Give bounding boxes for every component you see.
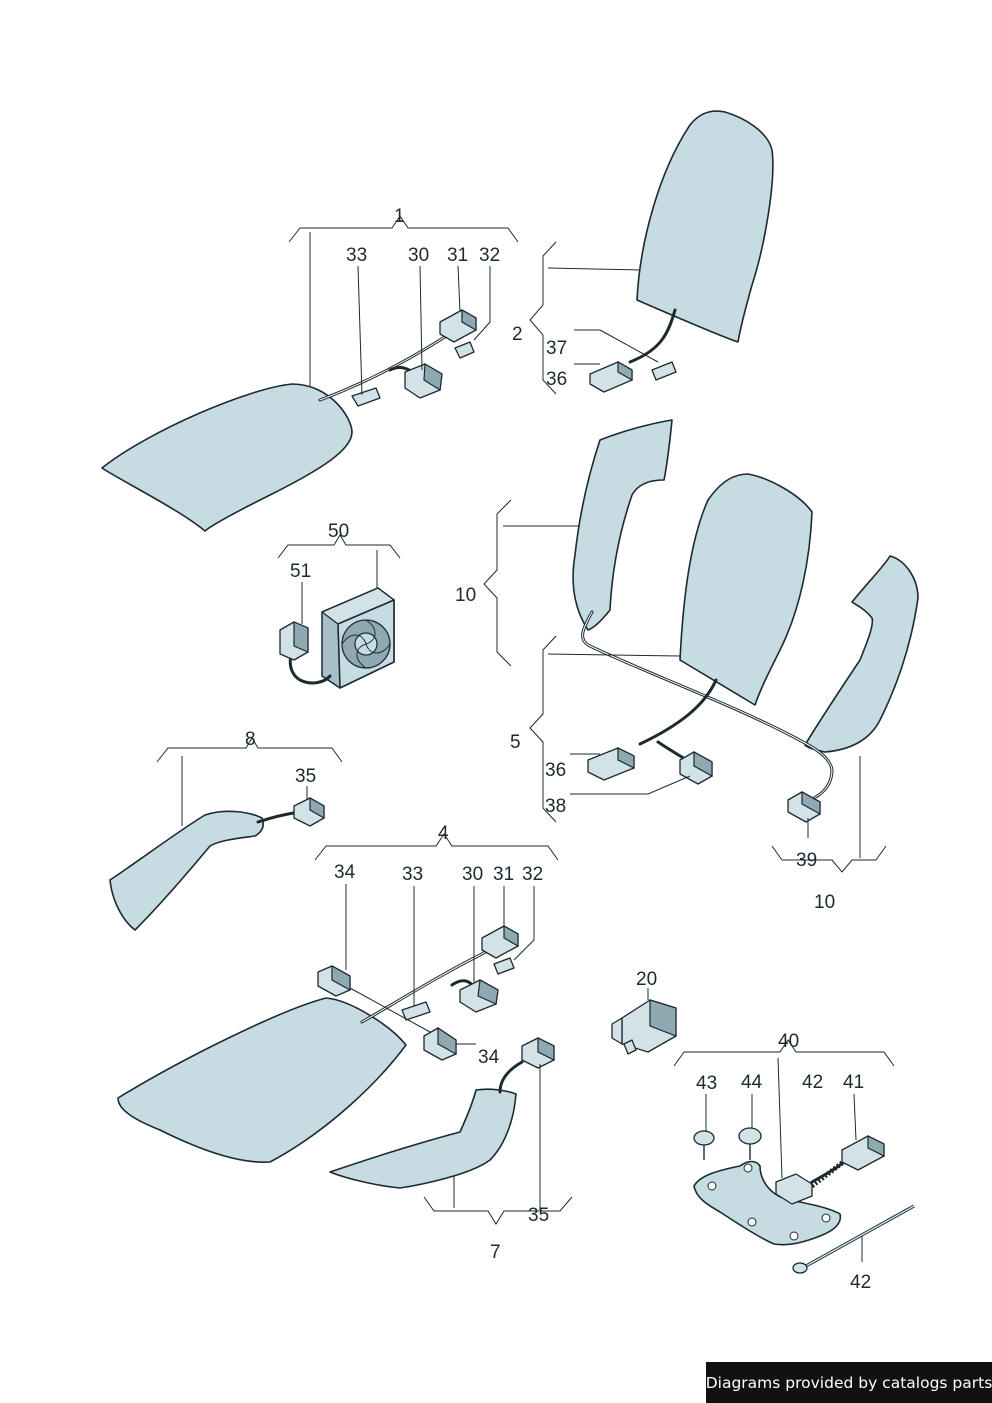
assembly-50-fan: 50 51	[277, 521, 401, 689]
label-31-lower: 31	[493, 864, 514, 885]
clip-32	[454, 341, 475, 359]
bracket-1	[288, 215, 519, 243]
heater-pad-seat-4	[117, 997, 407, 1163]
connector-31	[439, 308, 477, 343]
label-44: 44	[741, 1072, 763, 1093]
assembly-7-bolster-heater: 35 7	[329, 1037, 573, 1263]
label-32: 32	[479, 245, 500, 266]
label-35-top: 35	[295, 766, 316, 787]
assembly-40-mounting-plate: 40 43 44 42 41 42	[673, 1031, 915, 1293]
label-32-lower: 32	[522, 864, 543, 885]
bracket-10-right	[771, 845, 887, 873]
assembly-1-seat-cushion-heater: 1 33 30 31 32	[101, 206, 519, 532]
connector-39	[787, 790, 821, 823]
label-41: 41	[843, 1072, 864, 1093]
label-51: 51	[290, 561, 311, 582]
label-10-left: 10	[455, 585, 476, 606]
footer-credit-badge: Diagrams provided by catalogs parts	[706, 1362, 992, 1403]
heater-pad-bolster-7	[329, 1088, 517, 1189]
connector-34-top	[317, 964, 351, 997]
label-38: 38	[545, 796, 566, 817]
label-4: 4	[438, 823, 449, 844]
heater-pad-left-bolster	[572, 419, 673, 631]
label-33: 33	[346, 245, 367, 266]
label-36: 36	[546, 369, 567, 390]
label-30: 30	[408, 245, 429, 266]
label-43: 43	[696, 1073, 717, 1094]
label-42-top: 42	[802, 1072, 823, 1093]
bracket-7	[423, 1196, 573, 1225]
fan-50	[321, 587, 395, 689]
connector-36-bottom	[587, 747, 635, 781]
connector-35-bottom	[521, 1037, 555, 1069]
heater-pad-seat-cushion	[101, 383, 353, 532]
assembly-20-control-module: 20	[611, 969, 677, 1055]
bracket-50	[277, 534, 401, 559]
label-40: 40	[778, 1031, 799, 1052]
bracket-8	[156, 737, 343, 763]
mounting-plate-40	[693, 1160, 842, 1246]
label-5: 5	[510, 732, 521, 753]
connector-38	[679, 750, 713, 785]
clip-33-lower	[401, 1001, 431, 1021]
clip-33	[351, 387, 381, 407]
label-2: 2	[512, 324, 523, 345]
bracket-10-left	[483, 499, 512, 667]
label-10-right: 10	[814, 892, 835, 913]
label-34-top: 34	[334, 862, 356, 883]
label-20: 20	[636, 969, 657, 990]
label-30-lower: 30	[462, 864, 483, 885]
connector-35-top	[293, 796, 325, 827]
label-7: 7	[490, 1242, 501, 1263]
label-39: 39	[796, 850, 817, 871]
label-1: 1	[394, 206, 405, 227]
connector-51	[279, 621, 309, 661]
bracket-2	[529, 241, 557, 395]
heater-pad-right-bolster	[804, 555, 919, 753]
label-34-bottom: 34	[478, 1047, 500, 1068]
push-clip-44	[738, 1127, 762, 1160]
assembly-8-bolster-heater: 8 35	[109, 729, 343, 931]
label-8: 8	[245, 729, 256, 750]
label-33-lower: 33	[402, 864, 423, 885]
heater-pad-bolster-8	[109, 810, 264, 931]
label-36-bottom: 36	[545, 760, 566, 781]
heater-pad-backrest	[636, 110, 774, 343]
connector-31-lower	[481, 924, 519, 959]
label-31: 31	[447, 245, 468, 266]
clip-37	[651, 361, 677, 381]
label-37: 37	[546, 338, 567, 359]
control-unit-30	[404, 362, 443, 399]
connector-34-bottom	[423, 1026, 457, 1061]
heater-pad-center-back	[679, 473, 813, 706]
cable-tie-42	[792, 1204, 915, 1274]
bracket-40	[673, 1039, 895, 1067]
bracket-5	[529, 635, 557, 823]
control-unit-30-lower	[459, 979, 499, 1013]
bracket-4	[314, 833, 559, 861]
clip-32-lower	[493, 957, 515, 975]
assembly-2-backrest-heater: 2 37 36	[512, 110, 774, 395]
assembly-4-seat-heater: 4 34 33 30 31 32 34	[117, 823, 559, 1163]
connector-36-top	[589, 360, 633, 393]
sensor-box-41	[775, 1135, 885, 1205]
label-50: 50	[328, 521, 349, 542]
assembly-10-5-backrest-pads: 10 5 36 38 39 10	[455, 419, 919, 913]
label-35-bottom: 35	[528, 1205, 549, 1226]
label-42-bottom: 42	[850, 1272, 871, 1293]
push-clip-43	[693, 1130, 715, 1160]
